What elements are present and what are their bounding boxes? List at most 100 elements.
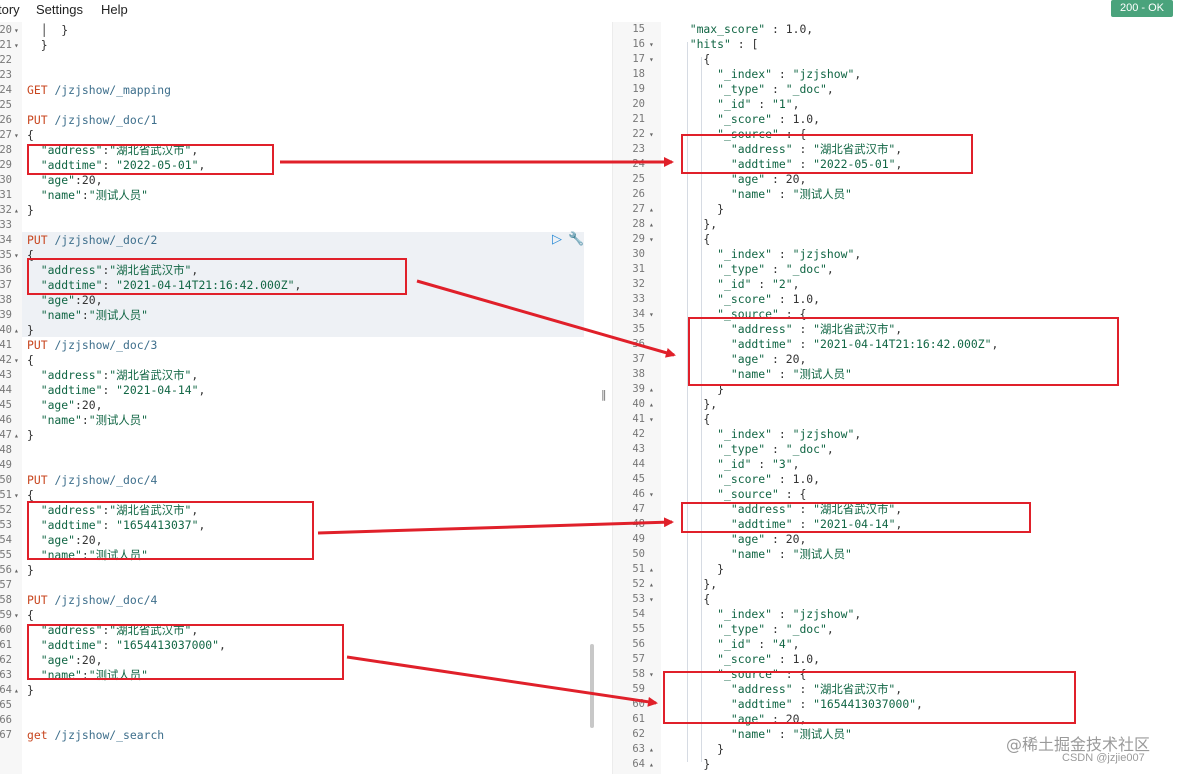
menu-help[interactable]: Help: [101, 2, 128, 17]
line-number: 55: [0, 549, 12, 561]
code-text: "name":"测试人员": [27, 188, 148, 203]
play-icon[interactable]: ▷: [552, 232, 562, 247]
fold-open-icon[interactable]: ▾: [649, 130, 654, 139]
highlight-box-res-doc1: [681, 134, 973, 174]
code-line: 20 "_id" : "1",: [613, 97, 1188, 112]
token-key: "_source": [676, 487, 779, 501]
fold-open-icon[interactable]: ▾: [649, 55, 654, 64]
pane-divider[interactable]: [598, 22, 612, 774]
token-key: "age": [27, 398, 76, 412]
code-text: "age":20,: [27, 293, 103, 308]
fold-close-icon[interactable]: ▴: [14, 206, 19, 215]
fold-open-icon[interactable]: ▾: [649, 490, 654, 499]
token-punct: :: [751, 637, 773, 651]
code-text: {: [27, 248, 34, 263]
token-str: "1654413037": [116, 518, 199, 532]
code-text: "addtime" : "1654413037000",: [676, 697, 923, 712]
token-punct: ,: [191, 143, 199, 157]
fold-close-icon[interactable]: ▴: [14, 326, 19, 335]
fold-close-icon[interactable]: ▴: [649, 385, 654, 394]
token-punct: ,: [792, 637, 800, 651]
fold-open-icon[interactable]: ▾: [14, 131, 19, 140]
line-number: 33: [0, 219, 12, 231]
code-text: "address":"湖北省武汉市",: [27, 623, 199, 638]
fold-open-icon[interactable]: ▾: [649, 310, 654, 319]
token-punct: ,: [792, 277, 800, 291]
token-str: "湖北省武汉市": [109, 503, 192, 517]
wrench-icon[interactable]: 🔧: [568, 232, 585, 247]
code-line: 53▾ {: [613, 592, 1188, 607]
fold-open-icon[interactable]: ▾: [649, 40, 654, 49]
request-scrollbar[interactable]: [590, 644, 594, 728]
fold-open-icon[interactable]: ▾: [14, 611, 19, 620]
token-punct: :: [102, 368, 110, 382]
code-line: 30 "_index" : "jzjshow",: [613, 247, 1188, 262]
line-number: 43: [0, 369, 12, 381]
line-number: 32: [632, 278, 645, 290]
fold-open-icon[interactable]: ▾: [14, 251, 19, 260]
line-number: 20: [0, 24, 12, 36]
menu-settings[interactable]: Settings: [36, 2, 83, 17]
token-punct: :: [102, 383, 117, 397]
fold-open-icon[interactable]: ▾: [14, 41, 19, 50]
fold-open-icon[interactable]: ▾: [14, 356, 19, 365]
token-key: "name": [676, 187, 773, 201]
fold-close-icon[interactable]: ▴: [14, 431, 19, 440]
code-line: 23 "address" : "湖北省武汉市",: [613, 142, 1188, 157]
fold-close-icon[interactable]: ▴: [649, 400, 654, 409]
status-badge: 200 - OK: [1111, 0, 1173, 17]
token-key: "_id": [676, 97, 752, 111]
fold-close-icon[interactable]: ▴: [649, 205, 654, 214]
token-punct: ,: [219, 638, 226, 652]
fold-close-icon[interactable]: ▴: [649, 580, 654, 589]
token-key: "addtime": [27, 518, 103, 532]
code-text: "_index" : "jzjshow",: [676, 607, 861, 622]
response-viewer: 15 "max_score" : 1.0,16▾ "hits" : [17▾ {…: [612, 22, 1188, 774]
code-line: 56 "_id" : "4",: [613, 637, 1188, 652]
token-punct: :: [772, 727, 793, 741]
code-line: 23: [0, 68, 598, 83]
token-punct: :: [751, 97, 773, 111]
token-punct: : {: [778, 307, 807, 321]
fold-open-icon[interactable]: ▾: [649, 235, 654, 244]
fold-open-icon[interactable]: ▾: [14, 491, 19, 500]
token-punct: {: [676, 412, 711, 426]
line-number: 52: [632, 578, 645, 590]
token-punct: ,: [854, 427, 862, 441]
token-key: "age": [27, 653, 76, 667]
code-line: 49: [0, 458, 598, 473]
fold-open-icon[interactable]: ▾: [14, 26, 19, 35]
code-line: 49 "age" : 20,: [613, 532, 1188, 547]
token-key: "addtime": [676, 697, 793, 711]
token-punct: :: [772, 607, 793, 621]
code-line: 62 "name" : "测试人员": [613, 727, 1188, 742]
fold-open-icon[interactable]: ▾: [649, 415, 654, 424]
line-number: 16: [632, 38, 645, 50]
drag-handle-icon[interactable]: ‖: [601, 388, 607, 401]
token-key: "_type": [676, 622, 766, 636]
token-str: "_doc": [785, 82, 827, 96]
line-number: 39: [632, 383, 645, 395]
token-punct: : 20,: [765, 172, 807, 186]
fold-close-icon[interactable]: ▴: [14, 566, 19, 575]
code-text: "addtime" : "2022-05-01",: [676, 157, 902, 172]
line-number: 32: [0, 204, 12, 216]
fold-close-icon[interactable]: ▴: [14, 686, 19, 695]
fold-close-icon[interactable]: ▴: [649, 565, 654, 574]
line-number: 62: [0, 654, 12, 666]
fold-close-icon[interactable]: ▴: [649, 220, 654, 229]
token-key: "address": [676, 502, 793, 516]
code-line: 36 "addtime" : "2021-04-14T21:16:42.000Z…: [613, 337, 1188, 352]
menu-history[interactable]: tory: [0, 2, 20, 17]
fold-open-icon[interactable]: ▾: [649, 595, 654, 604]
fold-close-icon[interactable]: ▴: [649, 745, 654, 754]
fold-close-icon[interactable]: ▴: [649, 760, 654, 769]
token-key: "address": [676, 682, 793, 696]
line-number: 50: [632, 548, 645, 560]
fold-open-icon[interactable]: ▾: [649, 670, 654, 679]
code-line: 18 "_index" : "jzjshow",: [613, 67, 1188, 82]
code-text: {: [676, 592, 710, 607]
